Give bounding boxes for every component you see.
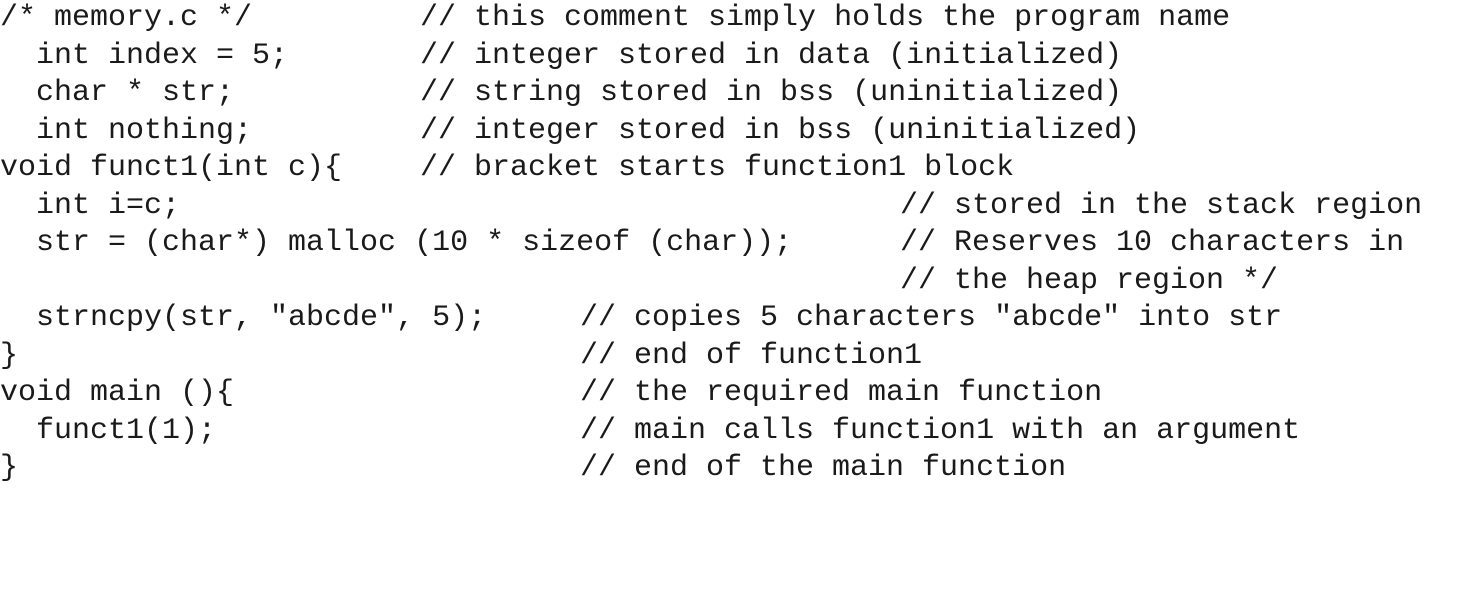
code-text: int index = 5; — [0, 38, 289, 73]
code-line: void main (){ // the required main funct… — [0, 375, 1479, 413]
code-line: str = (char*) malloc (10 * sizeof (char)… — [0, 225, 1479, 263]
code-comment: // main calls function1 with an argument — [580, 413, 1301, 448]
code-line: strncpy(str, "abcde", 5); // copies 5 ch… — [0, 300, 1479, 338]
code-line: funct1(1); // main calls function1 with … — [0, 413, 1479, 451]
code-text: void main (){ — [0, 376, 235, 410]
code-line: } // end of the main function — [0, 450, 1479, 488]
code-text: int nothing; — [0, 113, 253, 148]
code-comment: // stored in the stack region — [900, 188, 1423, 223]
code-comment: // Reserves 10 characters in — [900, 226, 1405, 260]
code-text: void funct1(int c){ — [0, 151, 343, 185]
code-comment: // end of the main function — [580, 451, 1067, 485]
code-comment: // bracket starts function1 block — [420, 151, 1015, 185]
code-text: int i=c; — [0, 188, 181, 223]
code-comment: // the heap region */ — [900, 263, 1279, 298]
code-line: int nothing; // integer stored in bss (u… — [0, 113, 1479, 151]
code-text: strncpy(str, "abcde", 5); — [0, 301, 487, 335]
code-comment: // integer stored in bss (uninitialized) — [420, 113, 1141, 148]
code-text: } — [0, 338, 19, 373]
code-comment: // the required main function — [580, 376, 1103, 410]
code-comment: // copies 5 characters "abcde" into str — [580, 301, 1283, 335]
code-text: } — [0, 451, 19, 485]
code-text: char * str; — [0, 76, 235, 110]
code-text: str = (char*) malloc (10 * sizeof (char)… — [0, 226, 793, 260]
code-line: } // end of function1 — [0, 338, 1479, 376]
code-comment: // string stored in bss (uninitialized) — [420, 76, 1123, 110]
code-line: void funct1(int c){ // bracket starts fu… — [0, 150, 1479, 188]
code-listing: /* memory.c */ // this comment simply ho… — [0, 0, 1479, 485]
code-line: char * str; // string stored in bss (uni… — [0, 75, 1479, 113]
code-text: /* memory.c */ — [0, 1, 253, 35]
code-line: // the heap region */ — [0, 263, 1479, 301]
code-line: int i=c; // stored in the stack region — [0, 188, 1479, 226]
code-line: /* memory.c */ // this comment simply ho… — [0, 0, 1479, 38]
code-comment: // integer stored in data (initialized) — [420, 38, 1123, 73]
code-comment: // this comment simply holds the program… — [420, 1, 1231, 35]
code-line: int index = 5; // integer stored in data… — [0, 38, 1479, 76]
code-text: funct1(1); — [0, 413, 217, 448]
code-comment: // end of function1 — [580, 338, 923, 373]
